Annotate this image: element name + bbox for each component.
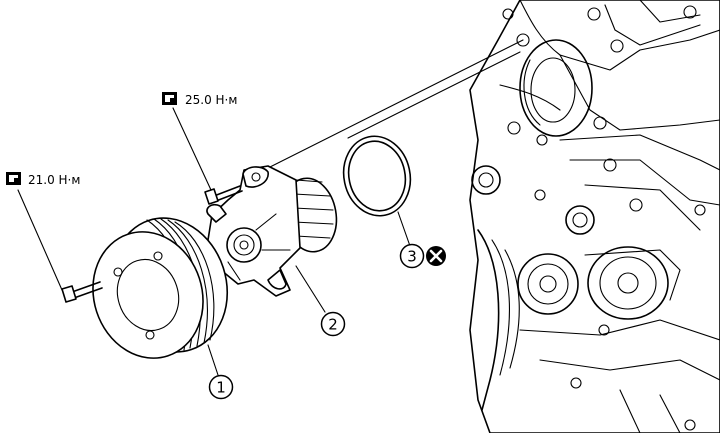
torque-label-upper: 25.0 Н·м [162, 92, 237, 107]
water-pump-gasket [342, 135, 412, 217]
torque-value-lower: 21.0 Н·м [28, 173, 80, 187]
water-pump [206, 165, 338, 297]
engine-front-cover [469, 0, 720, 433]
callout-3-number: 3 [407, 248, 417, 266]
torque-value-upper: 25.0 Н·м [185, 93, 237, 107]
do-not-reuse-icon [426, 246, 446, 266]
water-pump-bolt [204, 185, 243, 205]
torque-label-lower: 21.0 Н·м [6, 172, 80, 187]
crankshaft-pulley [92, 217, 229, 359]
callout-1: 1 [208, 374, 234, 400]
torque-wrench-icon [6, 172, 21, 185]
callout-1-number: 1 [216, 379, 226, 397]
label-leaders [17, 107, 411, 376]
callout-2: 2 [320, 311, 346, 337]
alignment-leader-lines [269, 39, 524, 168]
torque-wrench-icon [162, 92, 177, 105]
pulley-bolt [61, 281, 103, 303]
callout-2-number: 2 [328, 316, 338, 334]
callout-3: 3 [399, 243, 446, 269]
